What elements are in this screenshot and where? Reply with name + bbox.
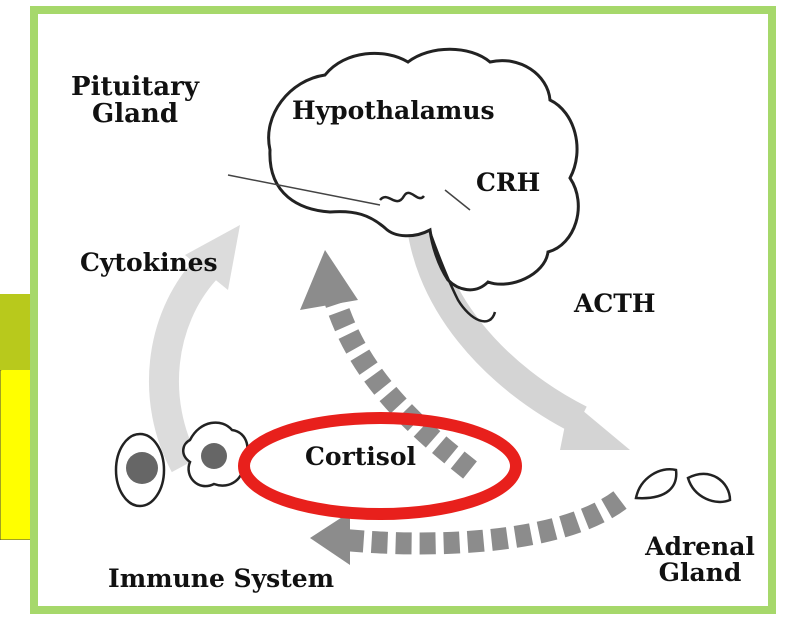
crh-label: CRH — [476, 170, 540, 196]
cortisol-to-immune-arrowhead — [310, 512, 350, 565]
cytokines-label: Cytokines — [80, 250, 218, 276]
acth-arrowhead — [560, 400, 630, 450]
cortisol-label: Cortisol — [305, 444, 416, 470]
adrenal-glands-icon — [636, 469, 730, 502]
immune-system-label: Immune System — [108, 566, 334, 592]
acth-label: ACTH — [574, 291, 656, 317]
pituitary-gland-label: Pituitary Gland — [70, 74, 200, 129]
cortisol-to-immune-arrow — [345, 500, 620, 543]
cortisol-feedback-arrowhead — [300, 250, 358, 310]
adrenal-gland-label: Adrenal Gland — [630, 534, 770, 587]
hypothalamus-label: Hypothalamus — [292, 98, 495, 124]
